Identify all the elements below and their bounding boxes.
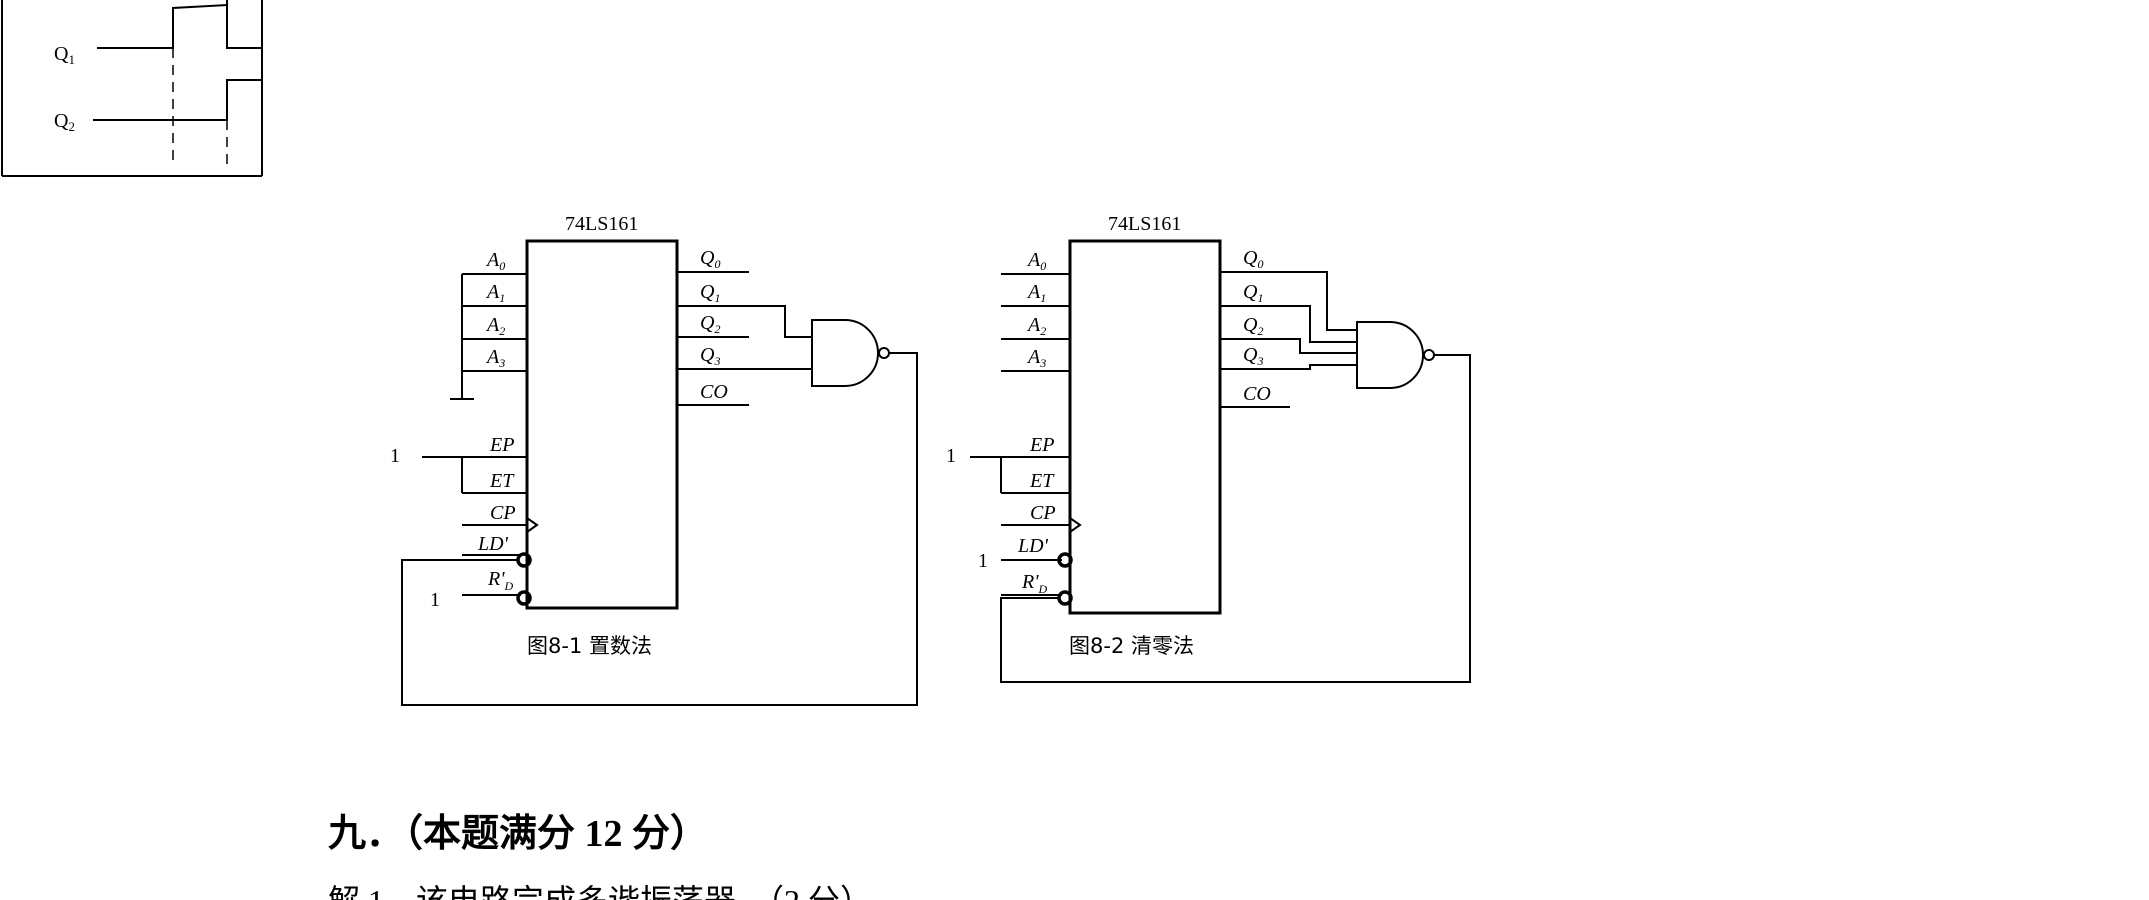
q1-label: Q [54, 43, 69, 65]
svg-text:Q1: Q1 [700, 281, 720, 305]
svg-text:Q0: Q0 [700, 247, 720, 271]
svg-text:A3: A3 [1026, 346, 1046, 370]
figure-8-1-labels: 74LS161 A0 A1 A2 A3 Q0 Q1 Q2 Q3 CO EP ET… [390, 213, 728, 658]
ep-label: EP [489, 434, 514, 456]
figure-8-1-circuit [401, 239, 918, 706]
svg-text:Q2: Q2 [54, 110, 75, 134]
svg-text:A0: A0 [1026, 249, 1046, 273]
waveform-labels: Q1 Q2 [54, 43, 75, 134]
co-label: CO [700, 381, 728, 403]
svg-text:A2: A2 [1026, 314, 1046, 338]
svg-text:A3: A3 [485, 346, 505, 370]
svg-text:Q1: Q1 [54, 43, 75, 67]
ld-label: LD' [477, 533, 509, 555]
co-label: CO [1243, 383, 1271, 405]
et-label: ET [489, 470, 515, 492]
chip-name: 74LS161 [1108, 213, 1181, 235]
const-ep-1: 1 [946, 445, 956, 467]
svg-text:R'D: R'D [487, 568, 514, 593]
chip-name: 74LS161 [565, 213, 638, 235]
et-label: ET [1029, 470, 1055, 492]
answer-first-line: 解 1．该电路完成多谐振荡器．（2 分） [328, 883, 872, 900]
svg-text:Q2: Q2 [1243, 314, 1263, 338]
svg-text:A2: A2 [485, 314, 505, 338]
svg-text:Q1: Q1 [1243, 281, 1263, 305]
svg-text:A1: A1 [485, 281, 505, 305]
figure-8-2-circuit [970, 239, 1471, 683]
cp-label: CP [490, 502, 516, 524]
ep-label: EP [1029, 434, 1054, 456]
svg-text:Q3: Q3 [1243, 344, 1263, 368]
q2-label: Q [54, 110, 69, 132]
caption-8-2: 图8-2 清零法 [1069, 634, 1194, 658]
const-ld-1: 1 [978, 550, 988, 572]
svg-text:A1: A1 [1026, 281, 1046, 305]
const-rd-1: 1 [430, 589, 440, 611]
q2-sub: 2 [68, 119, 75, 134]
q1-sub: 1 [68, 52, 75, 67]
svg-text:Q2: Q2 [700, 312, 720, 336]
cp-label: CP [1030, 502, 1056, 524]
svg-text:R'D: R'D [1021, 571, 1048, 596]
svg-text:Q3: Q3 [700, 344, 720, 368]
ld-label: LD' [1017, 535, 1049, 557]
section-heading: 九．（本题满分 12 分） [328, 813, 708, 855]
svg-text:A0: A0 [485, 249, 505, 273]
svg-text:Q0: Q0 [1243, 247, 1263, 271]
figure-8-2-labels: 74LS161 A0 A1 A2 A3 Q0 Q1 Q2 Q3 CO EP ET… [946, 213, 1271, 658]
waveform-box [1, 0, 263, 177]
caption-8-1: 图8-1 置数法 [527, 634, 652, 658]
section-nine: 九．（本题满分 12 分） 解 1．该电路完成多谐振荡器．（2 分） [328, 813, 872, 900]
const-ep-1: 1 [390, 445, 400, 467]
